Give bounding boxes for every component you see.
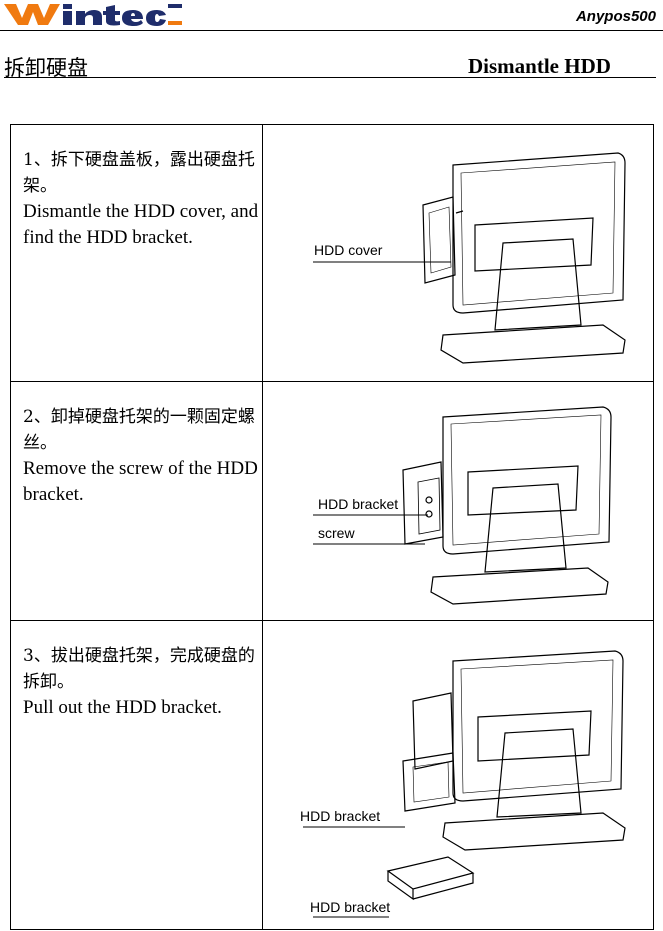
step-row: 3、拔出硬盘托架，完成硬盘的拆卸。 Pull out the HDD brack… bbox=[11, 621, 653, 929]
steps-table: 1、拆下硬盘盖板，露出硬盘托架。 Dismantle the HDD cover… bbox=[10, 124, 654, 930]
product-name: Anypos500 bbox=[575, 8, 656, 25]
section-title: 拆卸硬盘 Dismantle HDD bbox=[0, 52, 663, 80]
step-text-cn: 3、拔出硬盘托架，完成硬盘的拆卸。 bbox=[23, 646, 255, 692]
step-text-en: Pull out the HDD bracket. bbox=[23, 697, 222, 718]
step-illustration: HDD bracket HDD bracket bbox=[263, 621, 653, 929]
callout-hdd-bracket-removed: HDD bracket bbox=[310, 899, 391, 915]
step-row: 2、卸掉硬盘托架的一颗固定螺丝。 Remove the screw of the… bbox=[11, 382, 653, 621]
pos-terminal-illustration bbox=[313, 152, 626, 364]
step-text-cell: 1、拆下硬盘盖板，露出硬盘托架。 Dismantle the HDD cover… bbox=[11, 125, 263, 381]
page-header: Anypos500 bbox=[0, 0, 663, 30]
step-text-en: Remove the screw of the HDD bracket. bbox=[23, 458, 258, 505]
callout-hdd-bracket: HDD bracket bbox=[318, 496, 399, 512]
section-title-en: Dismantle HDD bbox=[468, 54, 611, 78]
step-text-cell: 2、卸掉硬盘托架的一颗固定螺丝。 Remove the screw of the… bbox=[11, 382, 263, 620]
section-title-cn: 拆卸硬盘 bbox=[4, 56, 88, 80]
callout-screw: screw bbox=[318, 525, 355, 541]
callout-hdd-cover: HDD cover bbox=[314, 242, 383, 258]
pos-terminal-illustration bbox=[303, 650, 626, 918]
pos-terminal-illustration bbox=[313, 406, 612, 605]
step-text-en: Dismantle the HDD cover, and find the HD… bbox=[23, 201, 259, 248]
wintec-logo bbox=[4, 4, 182, 26]
step-illustration: HDD bracket screw bbox=[263, 382, 653, 620]
step-text-cn: 1、拆下硬盘盖板，露出硬盘托架。 bbox=[23, 150, 255, 196]
title-underline bbox=[4, 77, 656, 78]
step-text-cell: 3、拔出硬盘托架，完成硬盘的拆卸。 Pull out the HDD brack… bbox=[11, 621, 263, 929]
callout-hdd-bracket-installed: HDD bracket bbox=[300, 808, 381, 824]
step-text-cn: 2、卸掉硬盘托架的一颗固定螺丝。 bbox=[23, 407, 255, 453]
header-divider bbox=[0, 30, 663, 31]
step-illustration: HDD cover bbox=[263, 125, 653, 381]
step-row: 1、拆下硬盘盖板，露出硬盘托架。 Dismantle the HDD cover… bbox=[11, 125, 653, 382]
